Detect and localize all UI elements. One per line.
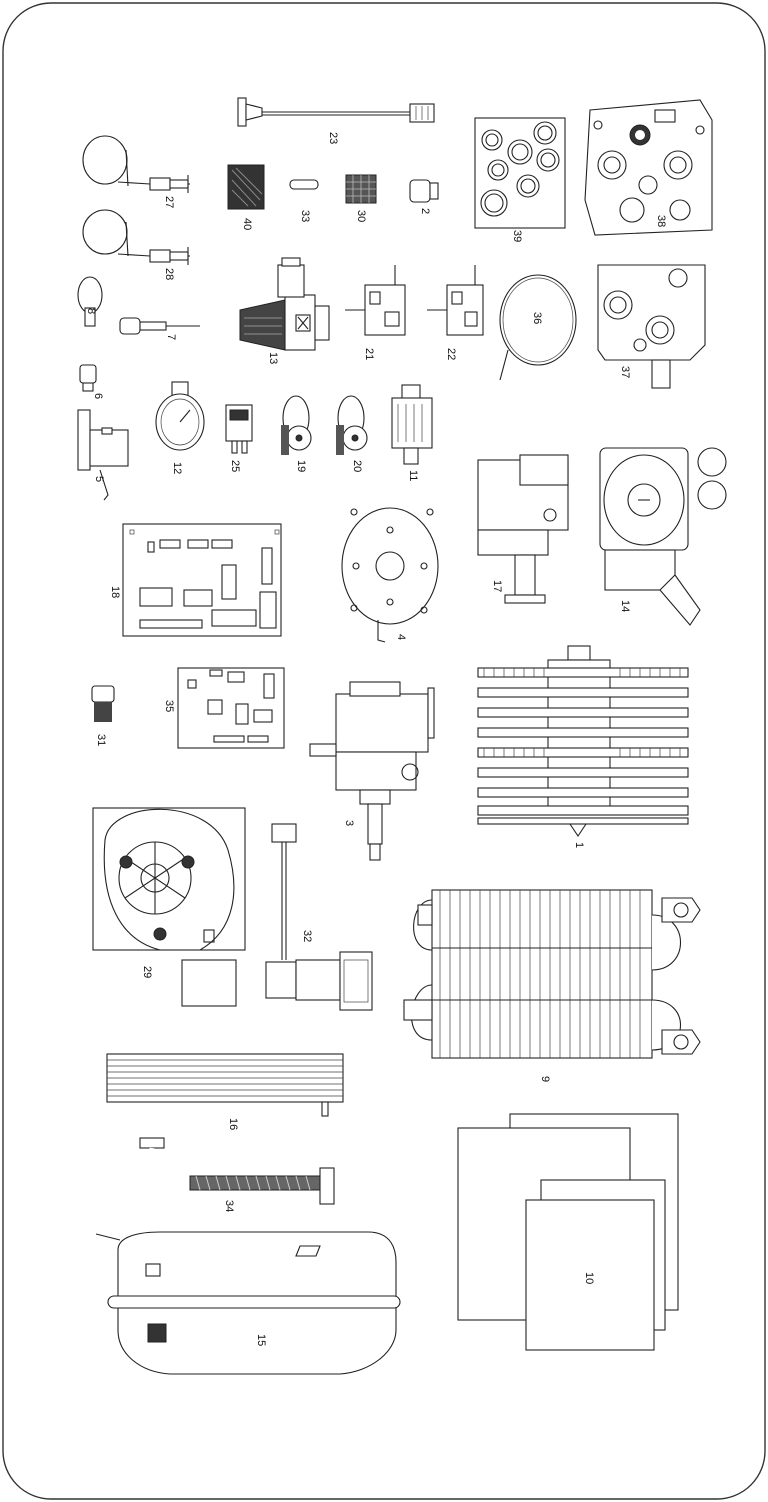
part-40-filter [227,164,265,210]
label-29: 29 [141,966,153,978]
label-22: 22 [445,348,457,360]
part-36-capillary-ring [499,274,577,381]
part-5-microswitch [77,409,129,501]
label-12: 12 [171,462,183,474]
part-1-burner [477,645,689,837]
label-13: 13 [267,352,279,364]
part-4-fan-flange [341,507,439,643]
part-39-gaskets [474,117,566,229]
part-19-thermostat [281,395,312,455]
label-35: 35 [163,700,175,712]
label-20: 20 [351,460,363,472]
part-8-sensor [77,276,103,327]
part-32-solenoid [265,823,373,1011]
label-6: 6 [92,393,104,399]
part-25-switch [225,404,253,454]
part-33-pad [289,179,319,190]
part-13-filter-valve [239,257,330,351]
label-25: 25 [229,460,241,472]
part-37-hydraulic-group [597,264,706,389]
part-29-fan [92,807,246,1007]
part-7-probe [119,317,200,335]
label-2: 2 [419,208,431,214]
label-18: 18 [109,586,121,598]
label-10: 10 [583,1272,595,1284]
label-15: 15 [255,1334,267,1346]
label-28: 28 [163,268,175,280]
part-27-sensor [82,135,190,193]
part-30-mesh [345,174,377,204]
part-35-board [177,667,285,749]
part-6-plug [79,364,97,392]
part-11-motor [391,384,433,465]
part-18-control-board [122,523,282,637]
part-28-sensor [82,209,190,265]
label-30: 30 [355,210,367,222]
label-39: 39 [511,230,523,242]
label-37: 37 [619,366,631,378]
label-33: 33 [299,210,311,222]
part-14-pump [599,447,727,626]
label-9: 9 [539,1076,551,1082]
label-4: 4 [395,634,407,640]
part-10-panels [457,1113,679,1351]
label-27: 27 [163,196,175,208]
label-36: 36 [531,312,543,324]
label-14: 14 [619,600,631,612]
label-34: 34 [223,1200,235,1212]
label-1: 1 [573,842,585,848]
part-9-heat-exchanger [403,889,701,1059]
label-21: 21 [363,348,375,360]
part-22-thermostat [427,265,484,336]
label-32: 32 [301,930,313,942]
label-17: 17 [491,580,503,592]
part-17-gas-valve [477,454,569,604]
part-16-profile [106,1053,344,1117]
part-31-fitting [91,685,115,722]
part-20-thermostat [336,395,368,455]
label-5: 5 [93,476,105,482]
part-15-expansion-vessel [95,1231,401,1375]
part-2-fitting [409,179,439,203]
label-11: 11 [407,470,419,481]
label-16: 16 [227,1118,239,1130]
label-23: 23 [327,132,339,144]
label-38: 38 [655,215,667,227]
part-21-thermostat [345,265,406,336]
part-23-cable [237,97,435,127]
label-7: 7 [165,334,177,340]
part-12-pressure-gauge [155,381,205,451]
part-34-hose [139,1137,335,1205]
label-8: 8 [85,308,97,314]
label-3: 3 [343,820,355,826]
part-3-gas-valve [309,681,435,861]
label-40: 40 [241,218,253,230]
part-38-hydraulic-block [584,99,713,236]
label-31: 31 [95,734,107,746]
label-19: 19 [295,460,307,472]
